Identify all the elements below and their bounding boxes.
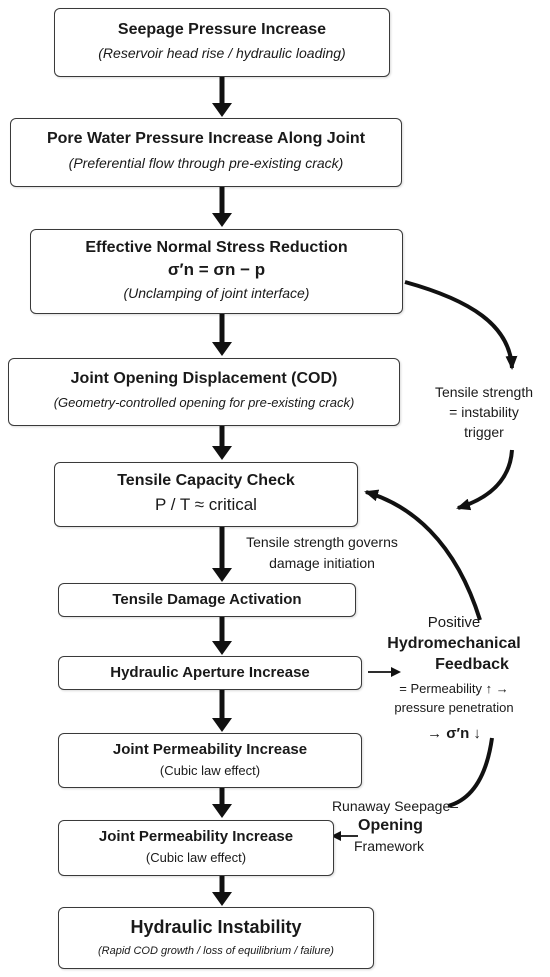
runaway-line: Opening xyxy=(358,817,423,834)
permeability-box-2: Joint Permeability Increase (Cubic law e… xyxy=(58,820,334,876)
feedback-line-stress: → σ′n ↓ xyxy=(427,725,481,742)
flow-arrow-3 xyxy=(212,314,232,356)
note-line: Tensile strength governs xyxy=(246,534,398,550)
flow-arrow-9 xyxy=(212,876,232,906)
feedback-label: Feedback xyxy=(435,656,509,673)
note-line: Tensile strength xyxy=(434,384,534,400)
box-title: Hydraulic Instability xyxy=(130,917,302,937)
runaway-line: Framework xyxy=(354,838,425,854)
feedback-line-positive: Positive xyxy=(427,614,481,631)
tensile-trigger-note: Tensile strength = instability trigger xyxy=(416,382,550,442)
feedback-line-permeability: = Permeability ↑ → xyxy=(399,681,509,696)
feedback-line-hydromechanical: Hydromechanical xyxy=(387,635,521,652)
flow-arrow-7 xyxy=(212,690,232,732)
seepage-pressure-box: Seepage Pressure Increase (Reservoir hea… xyxy=(54,8,390,77)
box-subtitle: (Unclamping of joint interface) xyxy=(123,285,310,301)
runaway-framework-note: Runaway Seepage– Opening Framework xyxy=(320,797,470,855)
box-title: Joint Permeability Increase xyxy=(98,828,294,845)
box-subtitle: (Rapid COD growth / loss of equilibrium … xyxy=(98,945,334,957)
note-line: trigger xyxy=(464,424,504,440)
box-subtitle: (Cubic law effect) xyxy=(159,763,261,778)
box-title: Seepage Pressure Increase xyxy=(117,21,327,38)
joint-opening-box: Joint Opening Displacement (COD) (Geomet… xyxy=(8,358,400,426)
box-title: Joint Permeability Increase xyxy=(112,741,308,758)
box-subtitle: (Reservoir head rise / hydraulic loading… xyxy=(98,45,346,61)
runaway-curve-arrow xyxy=(447,737,494,808)
flow-arrow-5 xyxy=(212,527,232,582)
effective-stress-box: Effective Normal Stress Reduction σ′n = … xyxy=(30,229,403,314)
stress-formula: σ′n = σn − p xyxy=(167,260,266,279)
flow-arrow-4 xyxy=(212,426,232,460)
flow-arrow-8 xyxy=(212,788,232,818)
box-title: Pore Water Pressure Increase Along Joint xyxy=(46,130,366,147)
box-title: Effective Normal Stress Reduction xyxy=(85,239,348,256)
box-subtitle: (Cubic law effect) xyxy=(145,850,247,865)
note-line: damage initiation xyxy=(269,555,375,571)
box-title: Tensile Damage Activation xyxy=(112,591,302,608)
trigger-curve-arrow xyxy=(404,280,518,370)
box-title: Hydraulic Aperture Increase xyxy=(110,664,310,681)
hydraulic-instability-box: Hydraulic Instability (Rapid COD growth … xyxy=(58,907,374,969)
flow-arrow-6 xyxy=(212,617,232,655)
tensile-governs-note: Tensile strength governs damage initiati… xyxy=(232,532,412,574)
flow-arrow-1 xyxy=(212,77,232,117)
pore-pressure-box: Pore Water Pressure Increase Along Joint… xyxy=(10,118,402,187)
feedback-line-pressure: pressure penetration xyxy=(394,700,514,715)
flow-arrow-2 xyxy=(212,187,232,227)
capacity-formula: P / T ≈ critical xyxy=(155,495,257,514)
runaway-line: Runaway Seepage– xyxy=(331,798,459,814)
box-title: Tensile Capacity Check xyxy=(117,472,295,489)
feedback-loop-arrow xyxy=(364,489,482,621)
permeability-box-1: Joint Permeability Increase (Cubic law e… xyxy=(58,733,362,788)
note-line: = instability xyxy=(449,404,519,420)
trigger-to-capacity-arrow xyxy=(456,449,514,511)
box-title: Joint Opening Displacement (COD) xyxy=(70,370,338,387)
hydraulic-aperture-box: Hydraulic Aperture Increase xyxy=(58,656,362,690)
tensile-damage-box: Tensile Damage Activation xyxy=(58,583,356,617)
box-subtitle: (Geometry-controlled opening for pre-exi… xyxy=(53,395,355,410)
box-subtitle: (Preferential flow through pre-existing … xyxy=(68,155,344,171)
feedback-note: Positive Hydromechanical Feedback = Perm… xyxy=(360,613,548,747)
tensile-capacity-box: Tensile Capacity Check P / T ≈ critical xyxy=(54,462,358,527)
